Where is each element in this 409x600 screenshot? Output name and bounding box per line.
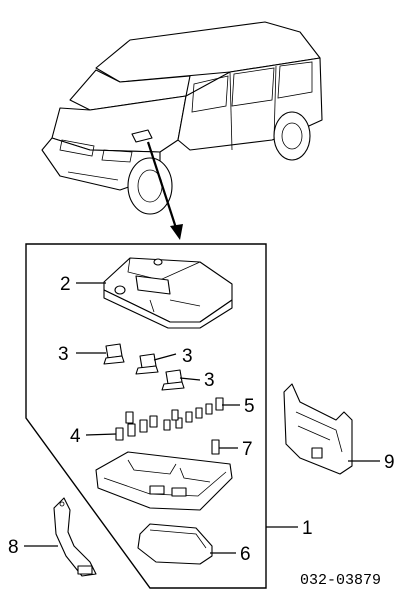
mini-relays-part-4 — [115, 411, 158, 441]
bracket-part-8 — [53, 497, 97, 577]
fuse-part-7 — [211, 439, 220, 455]
callout-3b: 3 — [182, 346, 193, 367]
callout-3c: 3 — [204, 370, 215, 391]
bracket-part-9 — [283, 383, 353, 475]
callout-9: 9 — [384, 452, 395, 473]
exploded-view-frame — [25, 243, 267, 589]
relay-part-3a — [103, 343, 125, 365]
callout-3a: 3 — [58, 344, 69, 365]
callout-5: 5 — [244, 396, 255, 417]
callout-7: 7 — [242, 439, 253, 460]
mini-relays-part-5 — [163, 397, 224, 431]
vehicle-illustration — [41, 21, 323, 215]
relay-box-part-2 — [103, 257, 233, 329]
callout-6: 6 — [240, 544, 251, 565]
callout-1: 1 — [302, 518, 313, 539]
relay-part-3b — [135, 353, 159, 375]
leader-lines — [24, 282, 380, 554]
callout-4: 4 — [70, 426, 81, 447]
callout-8: 8 — [8, 537, 19, 558]
cover-part-6 — [137, 523, 213, 565]
fuse-box-base — [95, 451, 233, 511]
relay-part-3c — [161, 369, 185, 391]
diagram-code: 032-03879 — [300, 572, 381, 589]
callout-2: 2 — [60, 274, 71, 295]
location-arrow — [146, 141, 183, 240]
